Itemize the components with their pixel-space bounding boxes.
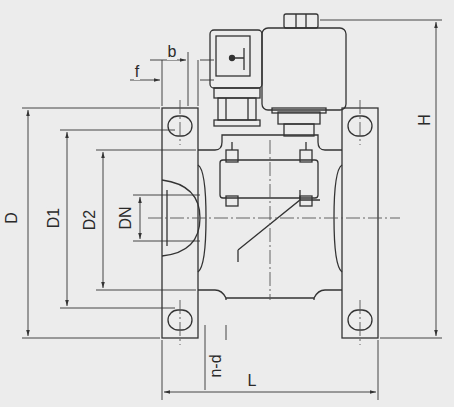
dimension-label: D [4, 211, 20, 225]
dimension-label: b [167, 44, 178, 60]
dimension-label: f [134, 64, 140, 80]
dimension-label: H [417, 113, 433, 127]
dimension-label: L [247, 373, 258, 389]
dimension-label: D1 [46, 207, 62, 229]
dimension-label: D2 [82, 209, 98, 231]
dimension-label: DN [118, 205, 134, 230]
dimension-label: n-d [208, 353, 224, 378]
